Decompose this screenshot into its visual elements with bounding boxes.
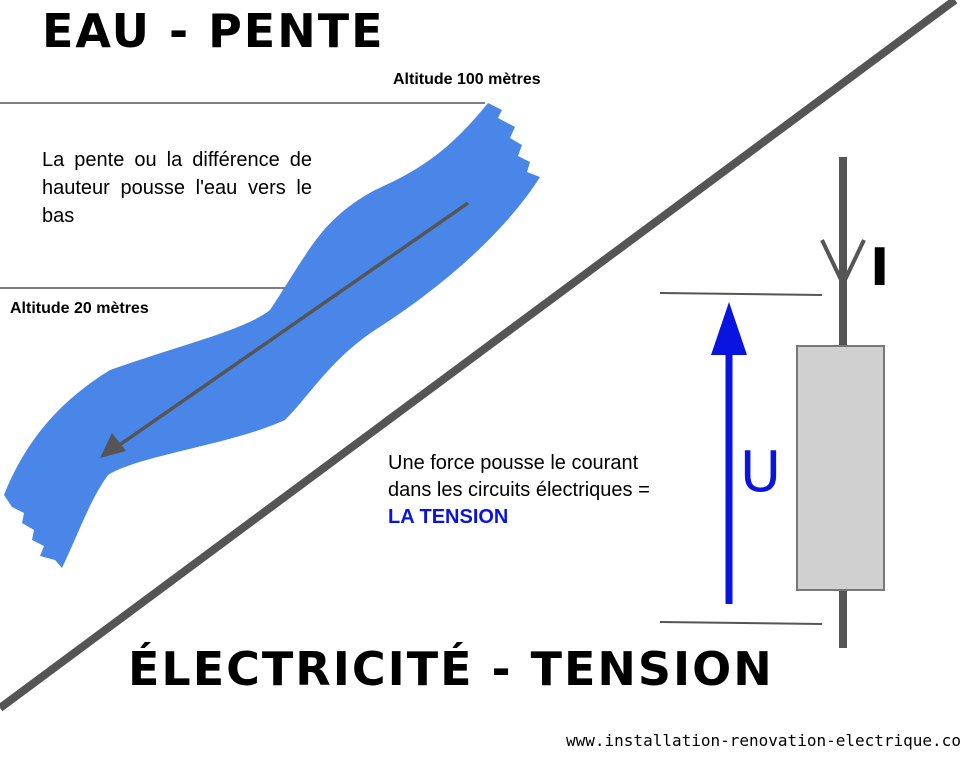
voltage-symbol: U	[740, 440, 781, 505]
voltage-bottom-line	[659, 621, 823, 625]
electricity-description-line2: dans les circuits électriques =	[388, 479, 650, 501]
resistor	[796, 345, 885, 591]
flow-arrow-icon	[100, 433, 126, 458]
altitude-high-label: Altitude 100 mètres	[393, 71, 541, 88]
footer-website-link[interactable]: www.installation-renovation-electrique.c…	[566, 731, 960, 750]
title-water: EAU - PENTE	[42, 4, 385, 58]
current-symbol: I	[870, 238, 890, 298]
electricity-description: Une force pousse le courant dans les cir…	[388, 450, 650, 531]
water-stream	[4, 103, 540, 568]
current-arrow-icon	[820, 239, 866, 289]
voltage-arrow-icon	[711, 302, 747, 355]
electricity-description-line1: Une force pousse le courant	[388, 452, 639, 474]
voltage-emphasis: LA TENSION	[388, 506, 509, 528]
flow-arrow-shaft	[117, 201, 469, 448]
voltage-top-line	[659, 292, 823, 296]
altitude-low-label: Altitude 20 mètres	[10, 300, 149, 317]
water-description: La pente ou la différence de hauteur pou…	[42, 149, 312, 227]
diagonal-divider	[0, 0, 958, 712]
title-electricity: ÉLECTRICITÉ - TENSION	[128, 642, 774, 696]
